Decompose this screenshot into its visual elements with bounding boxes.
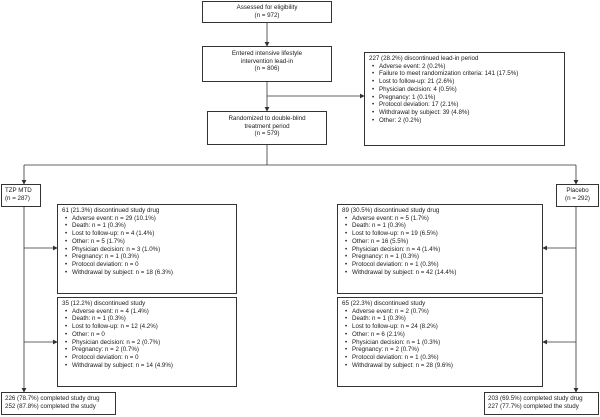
list-item: Adverse event: n = 29 (10.1%) xyxy=(65,215,232,223)
list-item: Pregnancy: n = 2 (0.7%) xyxy=(345,346,538,354)
list-item: Withdrawal by subject: 39 (4.8%) xyxy=(372,109,560,117)
tzp-arm-count: (n = 287) xyxy=(5,194,30,202)
list-item: Death: n = 1 (0.3%) xyxy=(65,315,232,323)
list-item: Other: n = 5 (1.7%) xyxy=(65,238,232,246)
list-item: Death: n = 1 (0.3%) xyxy=(345,222,538,230)
list-item: Other: n = 16 (5.5%) xyxy=(345,238,538,246)
list-item: Adverse event: n = 4 (1.4%) xyxy=(65,308,232,316)
placebo-study-discontinued-box: 65 (22.3%) discontinued study Adverse ev… xyxy=(337,297,543,387)
list-item: Withdrawal by subject: n = 14 (4.9%) xyxy=(65,362,232,370)
list-item: Death: n = 1 (0.3%) xyxy=(65,222,232,230)
list-item: Other: n = 6 (2.1%) xyxy=(345,331,538,339)
list-item: Withdrawal by subject: n = 42 (14.4%) xyxy=(345,269,538,277)
list-item: Protocol deviation: n = 1 (0.3%) xyxy=(345,354,538,362)
randomized-line2: treatment period xyxy=(244,122,290,130)
list-item: Lost to follow-up: n = 12 (4.2%) xyxy=(65,323,232,331)
list-item: Other: 2 (0.2%) xyxy=(372,117,560,125)
list-item: Protocol deviation: n = 0 xyxy=(65,354,232,362)
list-item: Lost to follow-up: 21 (2.6%) xyxy=(372,78,560,86)
list-item: Pregnancy: n = 1 (0.3%) xyxy=(345,253,538,261)
list-item: Failure to meet randomization criteria: … xyxy=(372,70,560,78)
placebo-drug-discontinued-list: Adverse event: n = 5 (1.7%) Death: n = 1… xyxy=(342,215,538,277)
tzp-drug-discontinued-box: 61 (21.3%) discontinued study drug Adver… xyxy=(57,204,237,294)
list-item: Physician decision: n = 3 (1.0%) xyxy=(65,246,232,254)
eligibility-line1: Assessed for eligibility xyxy=(236,4,298,11)
placebo-completed-study: 227 (77.7%) completed the study xyxy=(488,402,579,410)
eligibility-line2: (n = 972) xyxy=(254,11,280,19)
list-item: Lost to follow-up: n = 4 (1.4%) xyxy=(65,230,232,238)
leadin-box: Entered intensive lifestyle intervention… xyxy=(202,46,332,82)
placebo-completed-drug: 203 (69.5%) completed study drug xyxy=(488,395,583,402)
leadin-line1: Entered intensive lifestyle xyxy=(231,50,303,57)
list-item: Other: n = 0 xyxy=(65,331,232,339)
placebo-arm-count: (n = 292) xyxy=(565,194,590,202)
list-item: Protocol deviation: 17 (2.1%) xyxy=(372,101,560,109)
placebo-study-discontinued-header: 65 (22.3%) discontinued study xyxy=(342,300,426,307)
list-item: Lost to follow-up: n = 24 (8.2%) xyxy=(345,323,538,331)
eligibility-box: Assessed for eligibility (n = 972) xyxy=(202,1,332,23)
list-item: Withdrawal by subject: n = 18 (6.3%) xyxy=(65,269,232,277)
tzp-drug-discontinued-header: 61 (21.3%) discontinued study drug xyxy=(62,207,160,214)
list-item: Pregnancy: 1 (0.1%) xyxy=(372,94,560,102)
list-item: Protocol deviation: n = 1 (0.3%) xyxy=(345,261,538,269)
list-item: Physician decision: n = 4 (1.4%) xyxy=(345,246,538,254)
leadin-discontinued-box: 227 (28.2%) discontinued lead-in period … xyxy=(364,52,565,146)
tzp-arm-name: TZP MTD xyxy=(5,187,32,194)
tzp-study-discontinued-header: 35 (12.2%) discontinued study xyxy=(62,300,146,307)
randomized-box: Randomized to double-blind treatment per… xyxy=(207,111,327,145)
list-item: Adverse event: n = 2 (0.7%) xyxy=(345,308,538,316)
list-item: Physician decision: n = 1 (0.3%) xyxy=(345,339,538,347)
list-item: Adverse event: n = 5 (1.7%) xyxy=(345,215,538,223)
randomized-line3: (n = 579) xyxy=(254,130,280,138)
leadin-line2: intervention lead-in xyxy=(240,57,294,65)
placebo-completed-box: 203 (69.5%) completed study drug 227 (77… xyxy=(484,392,599,415)
list-item: Pregnancy: n = 2 (0.7%) xyxy=(65,346,232,354)
tzp-study-discontinued-list: Adverse event: n = 4 (1.4%) Death: n = 1… xyxy=(62,308,232,370)
list-item: Death: n = 1 (0.3%) xyxy=(345,315,538,323)
leadin-line3: (n = 806) xyxy=(254,65,280,73)
tzp-completed-study: 252 (87.8%) completed the study xyxy=(5,402,96,410)
tzp-completed-drug: 226 (78.7%) completed study drug xyxy=(5,395,100,402)
list-item: Physician decision: n = 2 (0.7%) xyxy=(65,339,232,347)
randomized-line1: Randomized to double-blind xyxy=(228,115,306,122)
placebo-arm-name: Placebo xyxy=(566,187,589,194)
tzp-study-discontinued-box: 35 (12.2%) discontinued study Adverse ev… xyxy=(57,297,237,387)
list-item: Withdrawal by subject: n = 28 (9.6%) xyxy=(345,362,538,370)
placebo-drug-discontinued-header: 89 (30.5%) discontinued study drug xyxy=(342,207,440,214)
placebo-drug-discontinued-box: 89 (30.5%) discontinued study drug Adver… xyxy=(337,204,543,294)
leadin-discontinued-header: 227 (28.2%) discontinued lead-in period xyxy=(369,55,479,62)
list-item: Protocol deviation: n = 0 xyxy=(65,261,232,269)
placebo-arm-box: Placebo (n = 292) xyxy=(556,184,599,207)
placebo-study-discontinued-list: Adverse event: n = 2 (0.7%) Death: n = 1… xyxy=(342,308,538,370)
tzp-drug-discontinued-list: Adverse event: n = 29 (10.1%) Death: n =… xyxy=(62,215,232,277)
tzp-completed-box: 226 (78.7%) completed study drug 252 (87… xyxy=(1,392,116,415)
list-item: Physician decision: 4 (0.5%) xyxy=(372,86,560,94)
list-item: Adverse event: 2 (0.2%) xyxy=(372,63,560,71)
list-item: Lost to follow-up: n = 19 (6.5%) xyxy=(345,230,538,238)
leadin-discontinued-list: Adverse event: 2 (0.2%) Failure to meet … xyxy=(369,63,560,125)
tzp-arm-box: TZP MTD (n = 287) xyxy=(1,184,41,207)
list-item: Pregnancy: n = 1 (0.3%) xyxy=(65,253,232,261)
